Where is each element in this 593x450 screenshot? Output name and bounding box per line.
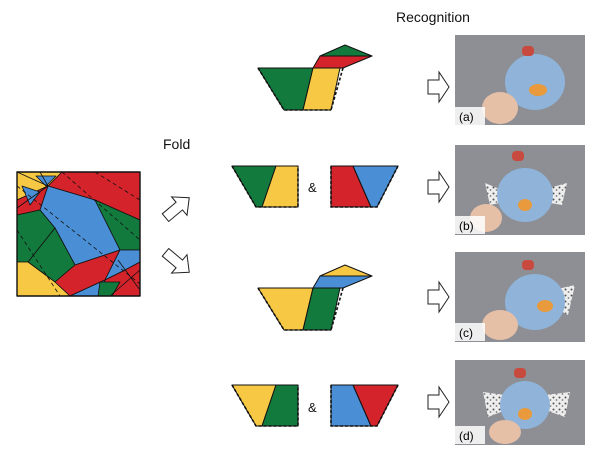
- recognition-arrow-c: [427, 280, 450, 314]
- fold-shape-d-right: [330, 384, 399, 427]
- photo-label-d: (d): [459, 429, 474, 443]
- recognition-arrow-d: [427, 385, 450, 419]
- photo-a: (a): [455, 35, 585, 125]
- fold-arrow-down: [161, 247, 190, 274]
- cp-face: [35, 175, 57, 187]
- photo-label-a: (a): [459, 110, 474, 124]
- recognition-heading: Recognition: [396, 9, 470, 25]
- connector-amp-d: &: [308, 400, 317, 415]
- fold-shape-a: [257, 44, 373, 111]
- fold-arrow-up: [161, 196, 190, 223]
- fold-shape-d-left: [231, 384, 299, 427]
- fold-shape-b-left: [231, 165, 299, 208]
- photo-label-b: (b): [459, 219, 474, 233]
- recognition-arrow-b: [427, 170, 450, 204]
- crease-pattern: [16, 171, 141, 297]
- connector-amp-b: &: [308, 180, 317, 195]
- photo-b: (b): [455, 145, 585, 235]
- fold-shape-c: [257, 264, 373, 331]
- fold-heading: Fold: [163, 136, 191, 152]
- fold-shape-b-right: [330, 165, 399, 208]
- cp-face: [21, 185, 41, 206]
- recognition-arrow-a: [427, 70, 450, 104]
- photo-d: (d): [455, 360, 585, 445]
- photo-label-c: (c): [459, 326, 473, 340]
- photo-c: (c): [455, 252, 585, 342]
